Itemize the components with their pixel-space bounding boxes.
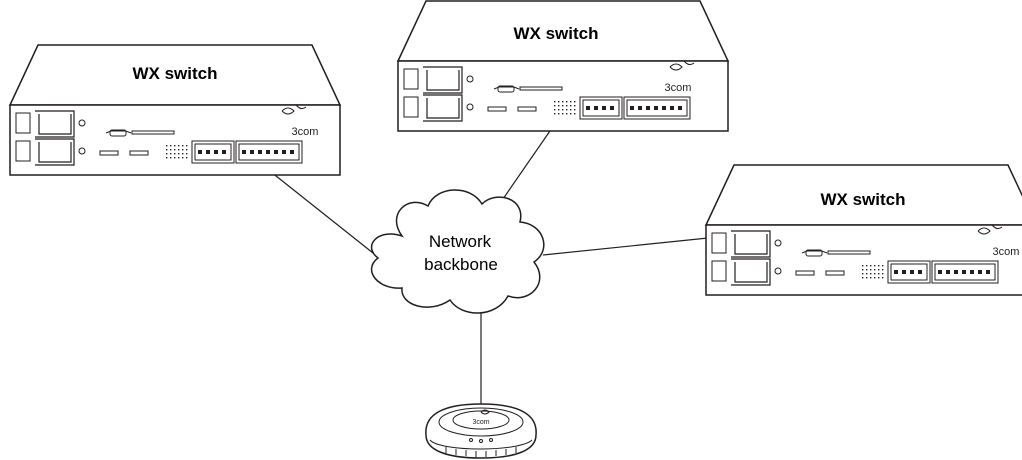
wx-switch-1: WX switch 3com <box>9 44 341 176</box>
switch-title: WX switch <box>820 190 905 209</box>
cloud-label-line1: Network <box>429 232 492 251</box>
brand-logo: 3com <box>993 246 1020 258</box>
switch-title: WX switch <box>513 24 598 43</box>
link-switch1-cloud <box>265 167 374 254</box>
brand-logo: 3com <box>292 126 319 138</box>
ap-brand-logo: 3com <box>472 419 489 426</box>
wx-switch-2: WX switch 3com <box>397 0 729 132</box>
access-point: 3com <box>425 403 537 459</box>
network-backbone-cloud: Network backbone <box>371 189 545 314</box>
wx-switch-3: WX switch 3com <box>705 164 1022 296</box>
brand-logo: 3com <box>665 82 692 94</box>
link-switch3-cloud <box>542 237 709 256</box>
cloud-label-line2: backbone <box>424 255 498 274</box>
switch-title: WX switch <box>132 64 217 83</box>
